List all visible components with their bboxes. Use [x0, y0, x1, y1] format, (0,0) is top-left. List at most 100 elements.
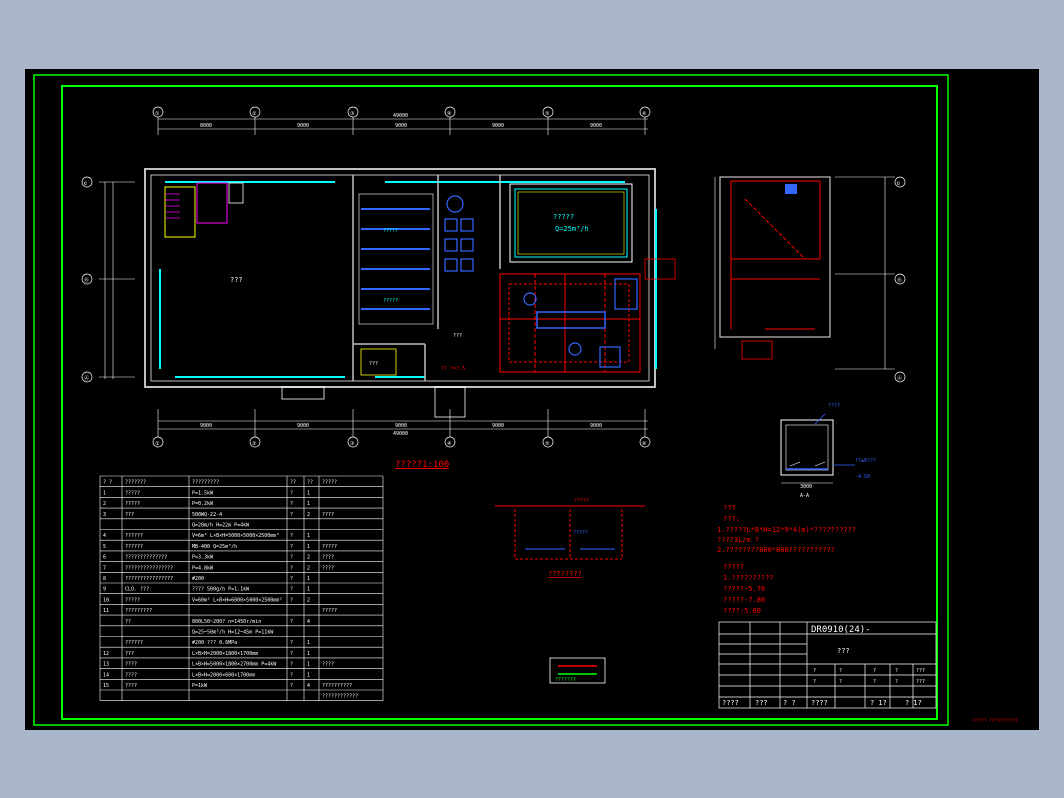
table-cell-15-0: 12: [103, 651, 109, 657]
table-header-2: ?????????: [192, 480, 219, 486]
legend-box: [549, 657, 606, 684]
table-cell-6-4: 2: [307, 555, 310, 561]
table-cell-8-0: 8: [103, 576, 106, 582]
table-cell-17-0: 14: [103, 672, 109, 678]
table-cell-17-1: ????: [125, 672, 137, 678]
table-cell-6-1: ??????????????: [125, 555, 167, 561]
table-cell-15-1: ???: [125, 651, 134, 657]
table-cell-16-2: L×B×H=5000×1800×2700mm P=4kW: [192, 662, 277, 668]
grid-col-5-bottom: ⑤: [545, 441, 550, 447]
table-cell-3-2: Q=20m/h H=22m P=4kW: [192, 523, 250, 529]
tb-cell-9: ???: [916, 679, 925, 685]
title-block: [718, 621, 937, 709]
section-a-dim: 3000: [800, 484, 812, 490]
title-block-drawing-no: DR0910(24)-: [811, 625, 871, 635]
section-a-level-label: ??±0???: [855, 458, 876, 464]
table-header-3: ??: [290, 480, 296, 486]
table-cell-1-0: 2: [103, 501, 106, 507]
table-cell-2-5: ????: [322, 512, 334, 518]
note-line-6: ?????: [723, 563, 744, 571]
table-cell-14-3: ?: [290, 640, 293, 646]
table-cell-18-2: P=1kW: [192, 683, 208, 689]
table-cell-8-4: 1: [307, 576, 310, 582]
note-line-4: 2.????????800*800???????????: [717, 546, 835, 554]
tb-cell-4: ???: [916, 668, 925, 674]
grid-row-a-right: Ⓐ: [897, 375, 902, 382]
table-cell-16-3: ?: [290, 662, 293, 668]
grid-col-4-top: ④: [447, 111, 452, 117]
table-cell-15-4: 1: [307, 651, 310, 657]
top-seg-3: 9000: [395, 123, 407, 129]
top-seg-4: 9000: [492, 123, 504, 129]
table-cell-4-4: 1: [307, 533, 310, 539]
table-header-0: ? ?: [103, 480, 112, 486]
room2-label: ???: [369, 361, 378, 367]
detail-title: ????????: [548, 570, 582, 578]
hall-label: ???: [230, 276, 243, 284]
drawing-sheet: ? ??????????????????????????1?????P=1.5k…: [25, 69, 1039, 730]
table-cell-5-5: ?????: [322, 544, 337, 550]
table-cell-19-5: ????????????: [322, 694, 358, 700]
table-cell-6-3: ?: [290, 555, 293, 561]
tb-cell-2: ?: [873, 668, 876, 674]
table-cell-1-3: ?: [290, 501, 293, 507]
table-header-1: ???????: [125, 480, 146, 486]
table-cell-18-5: ??????????: [322, 683, 352, 689]
table-cell-4-0: 4: [103, 533, 106, 539]
table-cell-14-2: #200 ??? 0.6MPa: [192, 640, 237, 646]
table-cell-12-1: ??: [125, 619, 131, 625]
table-cell-2-0: 3: [103, 512, 106, 518]
grid-col-3-top: ③: [350, 111, 355, 117]
table-cell-11-0: 11: [103, 608, 109, 614]
tb-cell-7: ?: [873, 679, 876, 685]
grid-col-1-bottom: ①: [155, 441, 160, 447]
table-cell-5-3: ?: [290, 544, 293, 550]
top-total-dim: 49000: [393, 113, 408, 119]
table-cell-2-2: 500WQ-22-4: [192, 512, 222, 518]
table-cell-10-1: ?????: [125, 597, 140, 603]
table-cell-9-1: CLO. ???: [125, 587, 149, 593]
table-cell-1-4: 1: [307, 501, 310, 507]
section-a-callout: ????: [828, 403, 840, 409]
table-cell-8-3: ?: [290, 576, 293, 582]
table-cell-14-1: ??????: [125, 640, 143, 646]
note-line-1: ???:: [723, 515, 740, 523]
tb-cell-8: ?: [895, 679, 898, 685]
note-line-3: ????3L/m ?: [717, 536, 759, 544]
bottom-seg-5: 9000: [590, 423, 602, 429]
tb-footer-3: ????: [811, 699, 828, 707]
table-cell-2-1: ???: [125, 512, 134, 518]
table-cell-7-5: ????: [322, 565, 334, 571]
table-cell-7-3: ?: [290, 565, 293, 571]
table-cell-16-1: ????: [125, 662, 137, 668]
pump-label: ?????: [383, 298, 398, 304]
grid-row-b-left: Ⓑ: [84, 277, 89, 284]
tb-footer-5: ? 1?: [905, 699, 922, 707]
table-cell-5-4: 1: [307, 544, 310, 550]
section-elev: ?? ?=?.5: [441, 366, 465, 372]
table-cell-10-0: 10: [103, 597, 109, 603]
table-cell-2-4: 2: [307, 512, 310, 518]
table-cell-6-5: ????: [322, 555, 334, 561]
section-a-title: A-A: [800, 493, 809, 499]
bottom-seg-1: 9000: [200, 423, 212, 429]
table-cell-0-1: ?????: [125, 490, 140, 496]
table-cell-12-2: 800L50~200? n=1450r/min: [192, 619, 261, 625]
table-cell-18-3: ?: [290, 683, 293, 689]
table-header-4: ??: [307, 480, 313, 486]
section-a-a: [780, 413, 855, 484]
grid-col-1-top: ①: [155, 111, 160, 117]
frame-outer: [33, 74, 949, 726]
table-cell-11-5: ?????: [322, 608, 337, 614]
grid-col-3-bottom: ③: [350, 441, 355, 447]
bottom-seg-4: 9000: [492, 423, 504, 429]
filter-label: ?????: [383, 228, 398, 234]
grid-row-c-right: ©: [897, 181, 901, 187]
table-cell-8-1: ????????????????: [125, 576, 173, 582]
grid-col-6-bottom: ⑥: [642, 441, 647, 447]
table-cell-16-4: 1: [307, 662, 310, 668]
table-cell-0-2: P=1.5kW: [192, 490, 214, 496]
table-cell-15-2: L×B×H=2000×1800×1700mm: [192, 651, 258, 657]
table-cell-4-2: V=6m³ L×B×H=5000×5000×2500mm³: [192, 533, 279, 539]
side-section: [714, 176, 895, 370]
